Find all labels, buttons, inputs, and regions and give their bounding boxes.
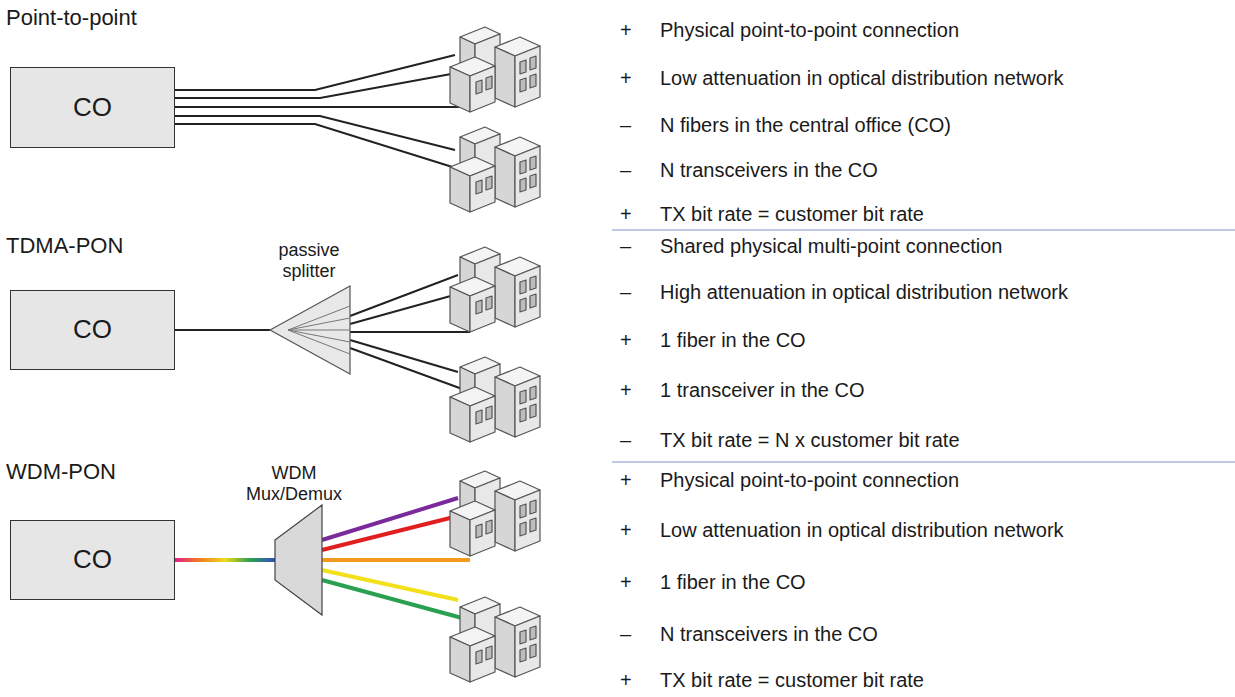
- feeder-fiber: [175, 329, 270, 331]
- building-icon: [450, 597, 540, 682]
- building-icon: [450, 247, 540, 332]
- central-office-box: CO: [10, 67, 175, 148]
- pro-con-text: High attenuation in optical distribution…: [660, 280, 1068, 304]
- building-icon: [450, 127, 540, 212]
- pro-con-sign: +: [620, 18, 632, 42]
- section-title: WDM-PON: [6, 459, 116, 485]
- wavelength-fibers: [322, 498, 470, 618]
- pro-con-sign: –: [620, 234, 631, 258]
- pro-con-sign: –: [620, 158, 631, 182]
- splitter-outline: [270, 286, 350, 374]
- pro-con-sign: +: [620, 202, 632, 226]
- pro-con-text: TX bit rate = customer bit rate: [660, 668, 924, 692]
- node-label: CO: [73, 545, 112, 575]
- pro-con-sign: –: [620, 622, 631, 646]
- splitter-branch: [288, 306, 350, 330]
- pro-con-sign: +: [620, 518, 632, 542]
- mux-outline: [275, 505, 322, 615]
- pro-con-text: Low attenuation in optical distribution …: [660, 66, 1064, 90]
- pro-con-text: Physical point-to-point connection: [660, 468, 959, 492]
- central-office-box: CO: [10, 520, 175, 600]
- pro-con-text: 1 fiber in the CO: [660, 570, 806, 594]
- pro-con-text: Low attenuation in optical distribution …: [660, 518, 1064, 542]
- building-icon: [450, 27, 540, 112]
- pro-con-text: TX bit rate = N x customer bit rate: [660, 428, 960, 452]
- separator: [612, 230, 1235, 231]
- pro-con-sign: +: [620, 668, 632, 692]
- node-label: CO: [73, 315, 112, 345]
- pro-con-text: N fibers in the central office (CO): [660, 113, 951, 137]
- pro-con-text: N transceivers in the CO: [660, 622, 878, 646]
- mux-trapezoid: [275, 505, 322, 615]
- node-label: CO: [73, 93, 112, 123]
- pro-con-sign: +: [620, 468, 632, 492]
- fiber-bundle: [175, 55, 470, 170]
- pro-con-text: TX bit rate = customer bit rate: [660, 202, 924, 226]
- central-office-box: CO: [10, 290, 175, 370]
- pro-con-text: 1 transceiver in the CO: [660, 378, 865, 402]
- section-title: Point-to-point: [6, 5, 137, 31]
- building-icon: [450, 471, 540, 556]
- node-label: WDM Mux/Demux: [240, 463, 348, 504]
- building-icon: [450, 357, 540, 442]
- pro-con-sign: +: [620, 328, 632, 352]
- pro-con-sign: +: [620, 570, 632, 594]
- pro-con-sign: +: [620, 378, 632, 402]
- pro-con-sign: –: [620, 113, 631, 137]
- pro-con-sign: –: [620, 280, 631, 304]
- pro-con-sign: –: [620, 428, 631, 452]
- splitter-branch: [288, 330, 350, 342]
- splitter-branch: [288, 330, 350, 354]
- pro-con-text: Shared physical multi-point connection: [660, 234, 1002, 258]
- passive-splitter: passive splitter: [255, 240, 363, 376]
- pro-con-text: 1 fiber in the CO: [660, 328, 806, 352]
- splitter-branch: [288, 318, 350, 330]
- wdm-mux-demux: WDM Mux/Demux: [240, 463, 348, 618]
- pro-con-text: Physical point-to-point connection: [660, 18, 959, 42]
- pro-con-sign: +: [620, 66, 632, 90]
- splitter-branch: [288, 330, 350, 331]
- splitter-triangle: [270, 286, 350, 374]
- wdm-feeder-fiber: [175, 558, 275, 562]
- separator: [612, 462, 1235, 463]
- pro-con-text: N transceivers in the CO: [660, 158, 878, 182]
- node-label: passive splitter: [255, 240, 363, 281]
- section-title: TDMA-PON: [6, 233, 123, 259]
